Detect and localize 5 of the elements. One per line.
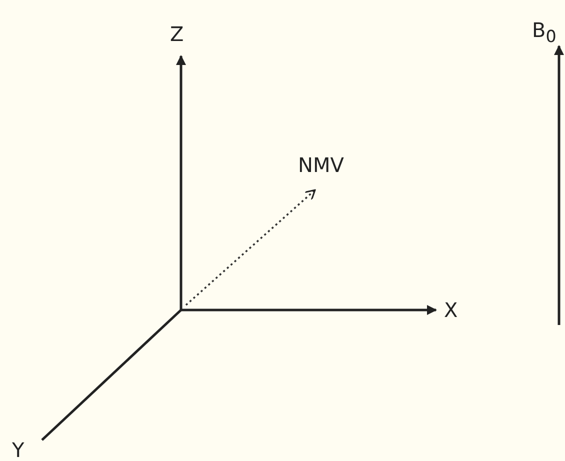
vector-label: NMV xyxy=(298,155,344,175)
field-label: B$_{0}$ xyxy=(532,20,556,46)
axis-label: Z xyxy=(170,24,184,44)
axis-label: X xyxy=(444,300,458,320)
axis-label: Y xyxy=(12,440,24,460)
